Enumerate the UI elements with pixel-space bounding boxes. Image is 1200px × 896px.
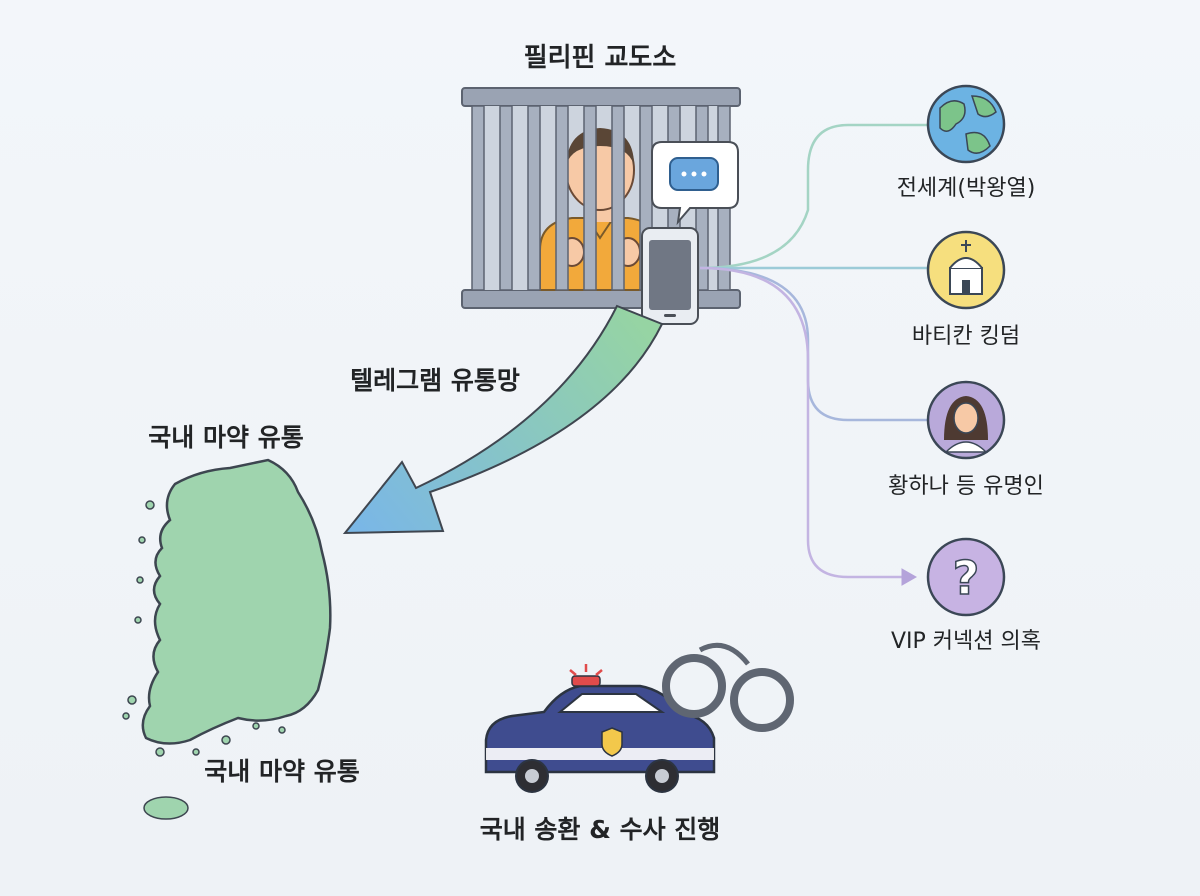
telegram-arrow bbox=[342, 304, 664, 535]
police-car-icon bbox=[484, 664, 716, 793]
connection-label-vip: VIP 커넥션 의혹 bbox=[891, 629, 1041, 654]
svg-text:?: ? bbox=[953, 551, 980, 605]
connection-label-world: 전세계(박왕열) bbox=[897, 176, 1036, 201]
korea-map bbox=[122, 458, 332, 820]
globe-icon bbox=[926, 84, 1006, 164]
connection-lines bbox=[699, 123, 930, 586]
arrow-label: 텔레그램 유통망 bbox=[350, 366, 520, 395]
smartphone-icon bbox=[641, 227, 699, 325]
question-icon: ? bbox=[926, 537, 1006, 617]
church-icon bbox=[926, 230, 1006, 310]
connection-label-celebrity: 황하나 등 유명인 bbox=[888, 474, 1044, 499]
map-label-top: 국내 마약 유통 bbox=[148, 423, 303, 452]
chat-bubble-icon bbox=[651, 141, 739, 226]
woman-icon bbox=[926, 380, 1006, 460]
map-label-bottom: 국내 마약 유통 bbox=[204, 757, 359, 786]
police-label: 국내 송환 & 수사 진행 bbox=[480, 815, 721, 844]
connection-label-vatican: 바티칸 킹덤 bbox=[912, 324, 1020, 349]
prison-title: 필리핀 교도소 bbox=[524, 43, 677, 73]
handcuffs-icon bbox=[662, 642, 794, 732]
